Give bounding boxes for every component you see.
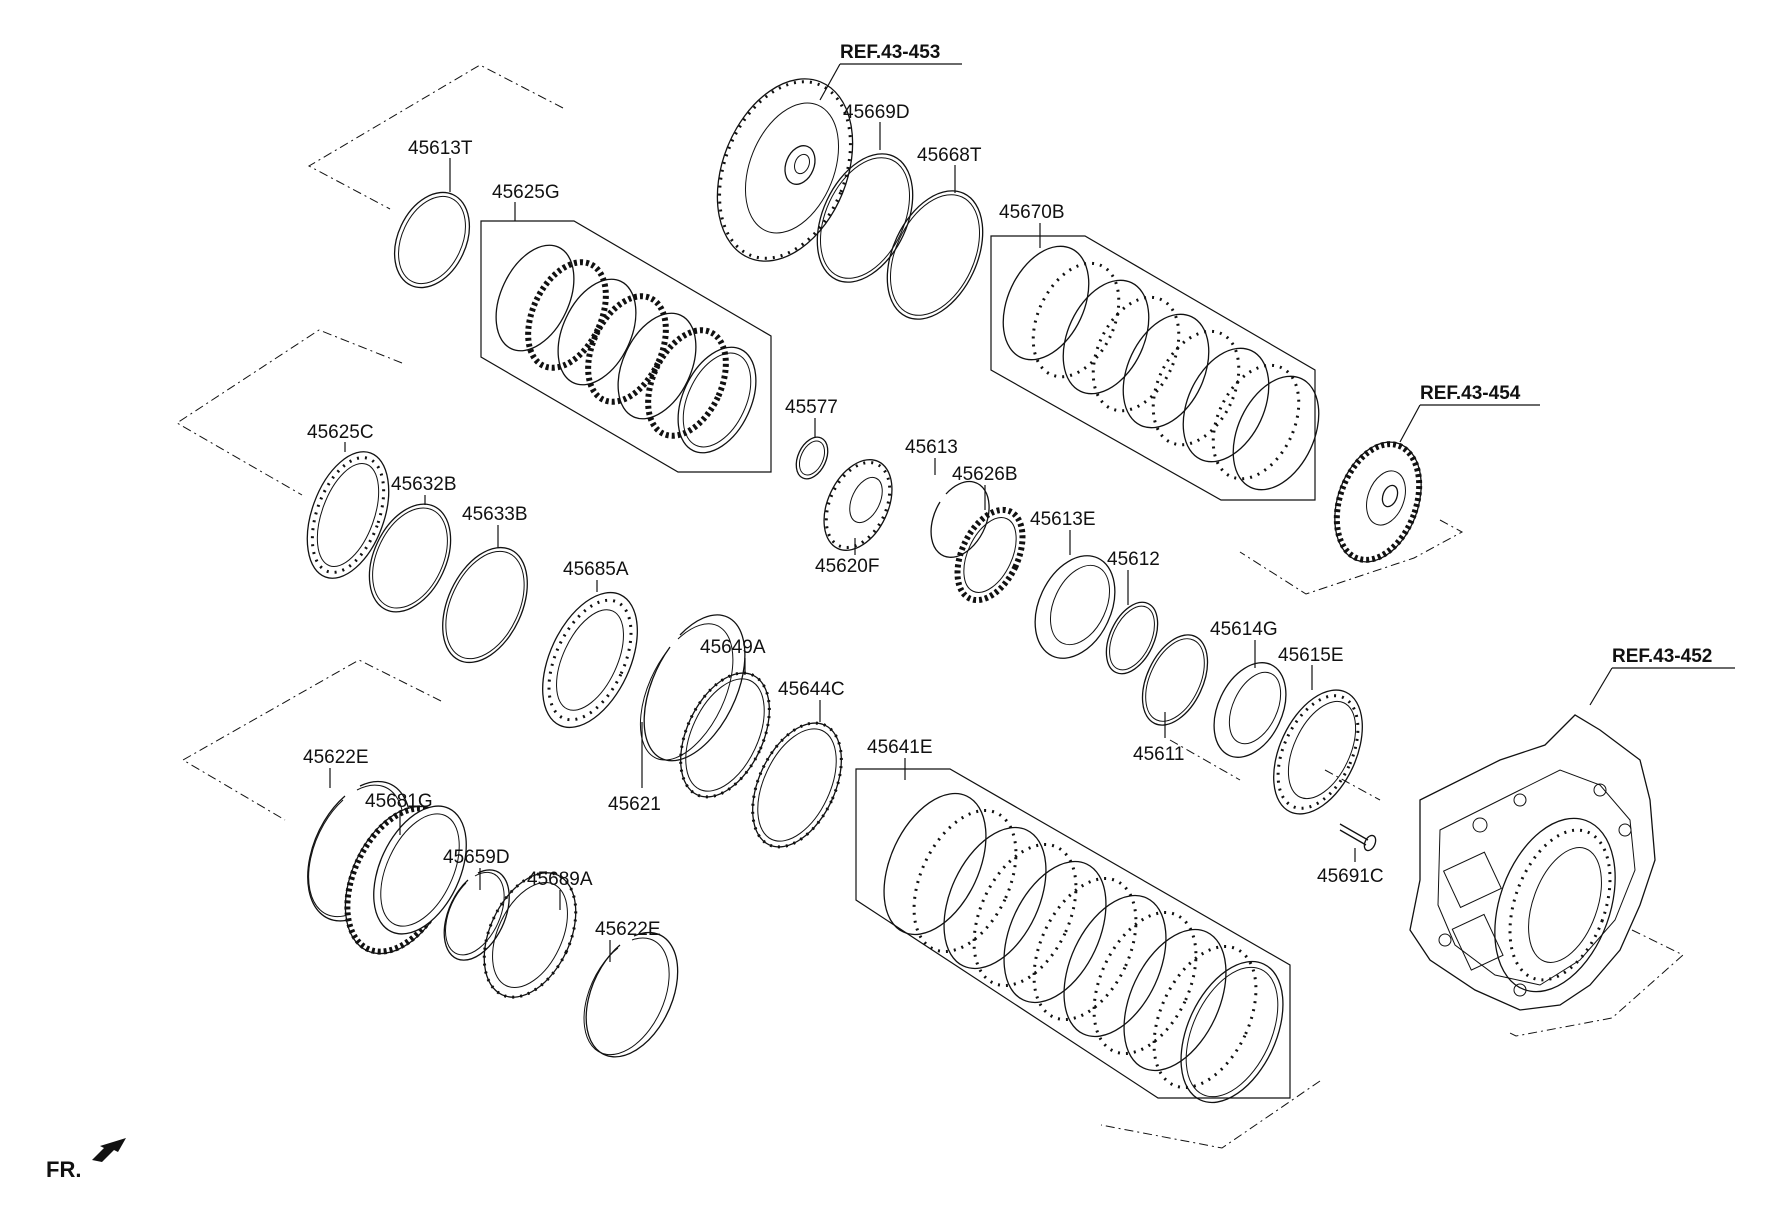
part-45691c-bolt [1339, 823, 1377, 852]
ref-label-43-452: REF.43-452 [1612, 646, 1712, 667]
part-45613-snap-ring [930, 480, 990, 558]
part-label-45615e: 45615E [1278, 645, 1344, 666]
part-label-45614g: 45614G [1210, 619, 1278, 640]
part-45577-ring [795, 436, 829, 480]
part-label-45681g: 45681G [365, 791, 433, 812]
part-45615e-retainer [1273, 689, 1363, 815]
part-label-45633b: 45633B [462, 504, 528, 525]
part-45612-seal [1105, 601, 1159, 675]
part-label-45689a: 45689A [527, 869, 593, 890]
part-45622e-snap-ring-right [583, 931, 679, 1058]
part-label-45577: 45577 [785, 397, 838, 418]
part-label-45613: 45613 [905, 437, 958, 458]
part-label-45685a: 45685A [563, 559, 629, 580]
part-45613e-race [1034, 555, 1116, 659]
part-label-45621: 45621 [608, 794, 661, 815]
part-label-45611: 45611 [1133, 744, 1184, 765]
part-45632b-seal-ring [368, 503, 452, 613]
part-45620f-hub [823, 459, 893, 551]
part-label-45626b: 45626B [952, 464, 1018, 485]
part-45641e-clutch-pack [883, 792, 1284, 1104]
part-45625c-retainer [306, 451, 390, 579]
part-45681g-drum [344, 805, 467, 955]
part-45689a-piston [482, 871, 578, 999]
part-label-45622e-left: 45622E [303, 747, 369, 768]
part-label-45659d: 45659D [443, 847, 510, 868]
front-arrow-icon [92, 1138, 126, 1162]
part-ref-43-452-transmission-case [1409, 714, 1656, 1011]
part-45649a-plate [679, 671, 771, 799]
part-label-45669d: 45669D [843, 102, 910, 123]
part-label-45612: 45612 [1107, 549, 1160, 570]
part-45614g-piston [1213, 662, 1287, 758]
part-label-45620f: 45620F [815, 556, 879, 577]
front-label: FR. [46, 1157, 81, 1182]
part-label-45625c: 45625C [307, 422, 374, 443]
part-45611-seal [1141, 634, 1209, 726]
part-label-45670b: 45670B [999, 202, 1065, 223]
part-label-45649a: 45649A [700, 637, 766, 658]
part-label-45668t: 45668T [917, 145, 982, 166]
part-45613t-snap-ring [393, 191, 471, 289]
part-45633b-seal-ring [442, 546, 528, 664]
leader-lines [329, 63, 1735, 962]
part-label-45625g: 45625G [492, 182, 560, 203]
part-45669d-seal [816, 153, 914, 283]
group-frames [480, 220, 1316, 1099]
part-45625g-clutch-pack [495, 244, 757, 454]
part-label-45691c: 45691C [1317, 866, 1384, 887]
part-label-45641e: 45641E [867, 737, 933, 758]
part-label-45613e: 45613E [1030, 509, 1096, 530]
ref-label-43-453: REF.43-453 [840, 42, 940, 63]
part-45621-snap-ring [639, 614, 746, 762]
part-label-45622e-right: 45622E [595, 919, 661, 940]
front-direction-indicator: FR. [46, 1138, 126, 1182]
part-label-45632b: 45632B [391, 474, 457, 495]
ref-label-43-454: REF.43-454 [1420, 383, 1521, 404]
part-45626b-one-way-clutch [954, 506, 1026, 604]
part-45668t-seal [886, 190, 984, 320]
part-label-45613t: 45613T [408, 138, 473, 159]
part-label-45644c: 45644C [778, 679, 845, 700]
part-ref-43-453-pump [716, 78, 854, 262]
dashed-bracket-outlines [176, 64, 1684, 1149]
part-45659d-snap-ring [443, 869, 510, 961]
part-45644c-plate [751, 721, 843, 849]
part-45685a-spring-retainer [542, 591, 638, 729]
part-ref-43-454-gear [1333, 441, 1423, 563]
part-45670b-clutch-pack [1002, 245, 1320, 491]
